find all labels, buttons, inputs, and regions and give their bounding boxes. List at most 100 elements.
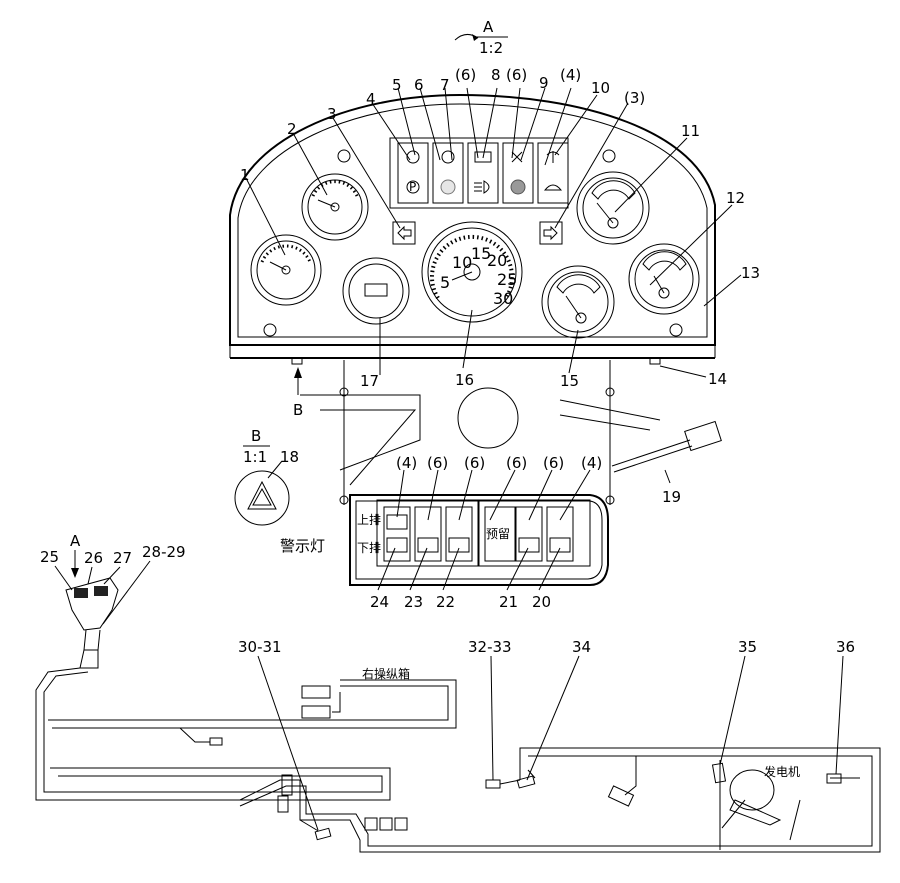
callout-23: 23: [404, 593, 423, 611]
callout-5: 5: [392, 76, 402, 94]
callout-7: 7: [440, 76, 450, 94]
instrument-cluster: P: [229, 93, 716, 359]
callout-32-33: 32-33: [468, 638, 512, 656]
connector-assembly: A 25 26 27 28-29: [40, 532, 186, 669]
view-b-arrow: B B 1:1: [243, 367, 303, 466]
callout-22: 22: [436, 593, 455, 611]
view-a-letter: A: [483, 18, 494, 36]
lower-row-label: 下排: [357, 541, 381, 555]
warning-lamp-label: 警示灯: [280, 537, 325, 555]
callout-30-31: 30-31: [238, 638, 282, 656]
callout-10: 10: [591, 79, 610, 97]
switch-callout-4a: (4): [396, 454, 417, 472]
switch-upper-1[interactable]: [386, 514, 408, 530]
callout-a-small: A: [70, 532, 81, 550]
callout-12: 12: [726, 189, 745, 207]
callout-6: 6: [414, 76, 424, 94]
callout-27: 27: [113, 549, 132, 567]
engine-lamp-icon: [406, 150, 420, 164]
callout-18: 18: [280, 448, 299, 466]
gauge-12: [628, 243, 700, 315]
switch-lower-2[interactable]: [417, 537, 439, 553]
parking-brake-lamp-icon: [406, 180, 420, 194]
callout-14: 14: [708, 370, 727, 388]
callout-16: 16: [455, 371, 474, 389]
gauge-11: [576, 171, 650, 245]
tach-mark-20: 20: [487, 251, 507, 270]
callout-3: 3: [327, 105, 337, 123]
reserved-label: 预留: [486, 527, 510, 541]
callout-15: 15: [560, 372, 579, 390]
right-console-label: 右操纵箱: [362, 666, 410, 681]
hydraulic-lamp-icon: [543, 184, 563, 191]
indicator-lamps: P: [397, 142, 569, 204]
view-b-scale: 1:1: [243, 448, 267, 466]
cluster-leaders: [245, 87, 742, 378]
callout-4b: (4): [560, 66, 581, 84]
tach-mark-30: 30: [493, 289, 513, 308]
right-turn-icon: [543, 225, 558, 241]
callout-24: 24: [370, 593, 389, 611]
callout-6c: (6): [506, 66, 527, 84]
switch-lower-3[interactable]: [448, 537, 470, 553]
callout-26: 26: [84, 549, 103, 567]
callout-35: 35: [738, 638, 757, 656]
left-turn-icon: [397, 225, 412, 241]
air-filter-lamp-icon: [511, 151, 523, 163]
tach-mark-10: 10: [452, 253, 472, 272]
callout-8: 8: [491, 66, 501, 84]
main-harness: 右操纵箱 发电机: [35, 666, 881, 853]
switch-lower-6[interactable]: [549, 537, 571, 553]
mounting-posts: [291, 357, 661, 505]
callout-25: 25: [40, 548, 59, 566]
switch-callout-4b: (4): [581, 454, 602, 472]
callout-34: 34: [572, 638, 591, 656]
callout-20: 20: [532, 593, 551, 611]
callout-28-29: 28-29: [142, 543, 186, 561]
tach-mark-15: 15: [471, 244, 491, 263]
upper-row-label: 上排: [357, 513, 381, 527]
gauge-2: [301, 173, 369, 241]
headlight-lamp-icon: [474, 180, 490, 194]
view-a-header: A 1:2: [454, 18, 508, 57]
callout-11: 11: [681, 122, 700, 140]
oil-pressure-lamp-icon: [441, 150, 455, 164]
callout-6b: (6): [455, 66, 476, 84]
callout-17: 17: [360, 372, 379, 390]
view-a-scale: 1:2: [479, 39, 503, 57]
warning-lamp: 18 警示灯: [234, 448, 325, 555]
generator-label: 发电机: [764, 764, 800, 779]
tachometer-16: 5 10 15 20 25 30: [421, 221, 523, 323]
switch-callout-6c: (6): [506, 454, 527, 472]
combination-switch: 19: [611, 420, 722, 506]
gauge-17: [342, 257, 410, 325]
callout-4: 4: [366, 90, 376, 108]
harness-callouts: 30-31 32-33 34 35 36: [238, 638, 855, 831]
switch-callout-6b: (6): [464, 454, 485, 472]
callout-36: 36: [836, 638, 855, 656]
battery-lamp-icon: [474, 151, 492, 163]
callout-1: 1: [240, 166, 250, 184]
view-b-arrow-letter: B: [293, 401, 303, 419]
callout-13: 13: [741, 264, 760, 282]
gauge-15: [541, 265, 615, 339]
view-b-letter: B: [251, 427, 261, 445]
svg-text:P: P: [409, 180, 416, 194]
tach-mark-5: 5: [440, 273, 450, 292]
switch-callouts: (4) (6) (6) (6) (6) (4) 24 23 22 21 20: [370, 454, 602, 611]
callout-9: 9: [539, 74, 549, 92]
switch-panel: 上排 下排 预留: [349, 494, 609, 586]
switch-callout-6a: (6): [427, 454, 448, 472]
switch-lower-1[interactable]: [386, 537, 408, 553]
switch-callout-6d: (6): [543, 454, 564, 472]
callout-21: 21: [499, 593, 518, 611]
switch-leaders: [377, 469, 591, 591]
callout-19: 19: [662, 488, 681, 506]
callout-3b: (3): [624, 89, 645, 107]
switch-lower-5[interactable]: [518, 537, 540, 553]
gauge-1: [250, 234, 322, 306]
status-lamp-gray: [510, 179, 526, 195]
callout-2: 2: [287, 120, 297, 138]
tach-mark-25: 25: [497, 270, 517, 289]
